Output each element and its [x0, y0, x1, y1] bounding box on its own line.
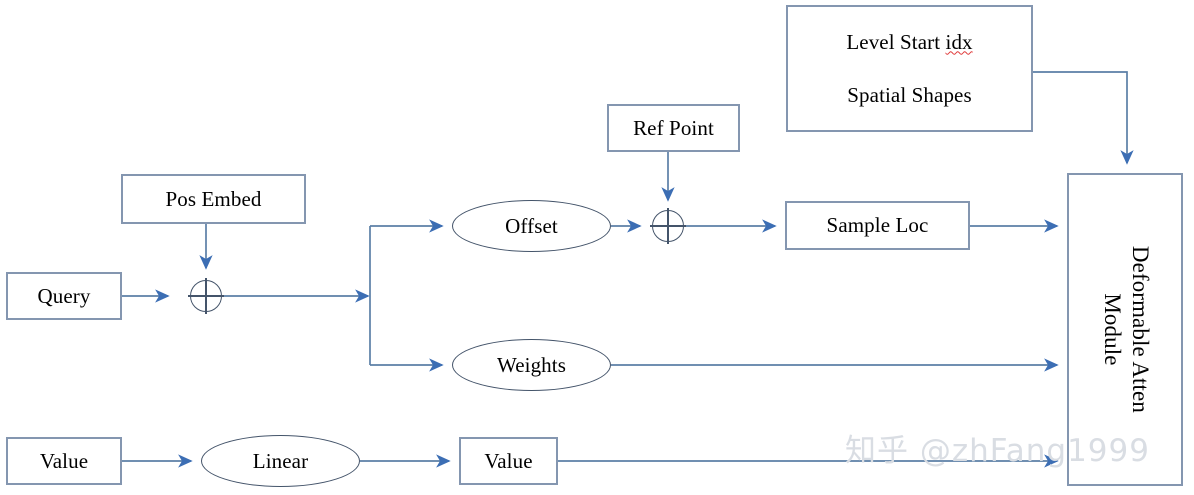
node-spatial-shapes-label: Spatial Shapes: [847, 83, 972, 108]
node-offset-label: Offset: [505, 213, 558, 238]
node-weights[interactable]: Weights: [452, 339, 611, 391]
node-sample-loc[interactable]: Sample Loc: [785, 201, 970, 250]
deformable-atten-module-label-wrap: Deformable Atten Module: [1098, 245, 1153, 414]
spell-error-idx: idx: [945, 29, 973, 54]
node-ref-point-label: Ref Point: [633, 115, 714, 140]
node-value-input[interactable]: Value: [6, 437, 122, 485]
node-value-input-label: Value: [39, 448, 89, 473]
junction-sum-offset-ref-point[interactable]: [650, 208, 686, 244]
node-level-start-idx-label: Level Start idx: [846, 30, 972, 54]
junction-sum-query-pos-embed[interactable]: [188, 278, 224, 314]
node-deformable-atten-module-label-line1: Deformable Atten: [1127, 245, 1153, 414]
node-deformable-atten-module[interactable]: Deformable Atten Module: [1067, 173, 1183, 486]
node-pos-embed-label: Pos Embed: [165, 186, 262, 211]
node-value-output[interactable]: Value: [459, 437, 558, 485]
node-offset[interactable]: Offset: [452, 200, 611, 252]
node-pos-embed[interactable]: Pos Embed: [121, 174, 306, 224]
node-linear-label: Linear: [252, 448, 309, 473]
node-weights-label: Weights: [496, 352, 566, 377]
node-query[interactable]: Query: [6, 272, 122, 320]
edge-levelspatial-to-module: [1033, 71, 1134, 165]
node-level-start-idx-text: Level Start: [846, 29, 946, 54]
node-ref-point[interactable]: Ref Point: [607, 104, 740, 152]
node-level-start-idx-spatial-shapes[interactable]: Level Start idx Spatial Shapes: [786, 5, 1033, 132]
node-linear[interactable]: Linear: [201, 435, 360, 487]
node-deformable-atten-module-label-line2: Module: [1099, 293, 1125, 366]
node-sample-loc-label: Sample Loc: [826, 213, 929, 238]
node-value-output-label: Value: [484, 448, 533, 473]
node-query-label: Query: [37, 283, 91, 308]
